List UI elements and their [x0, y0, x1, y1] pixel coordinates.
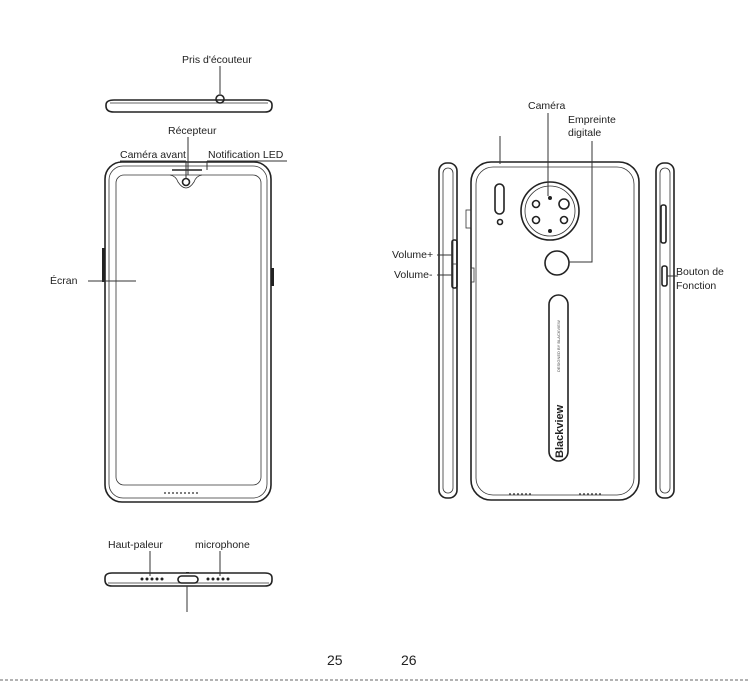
label-notification-led: Notification LED	[208, 149, 284, 161]
screen-area	[116, 175, 261, 485]
label-screen: Écran	[50, 274, 78, 287]
microphone-holes	[207, 578, 230, 581]
label-fingerprint-line2: digitale	[568, 127, 601, 139]
sim-tray	[661, 205, 666, 243]
phone-left-side	[439, 163, 457, 498]
brand-tagline: DESIGNED BY BLACKVIEW	[556, 320, 561, 372]
phone-top-edge	[106, 95, 272, 112]
label-front-camera: Caméra avant	[120, 149, 186, 161]
label-function-button-line1: Bouton de	[676, 266, 724, 278]
page-number-left: 25	[327, 652, 343, 668]
speaker-grille	[141, 578, 164, 581]
label-function-button-line2: Fonction	[676, 280, 716, 292]
phone-bottom-edge	[105, 572, 272, 586]
phone-front	[102, 162, 274, 502]
lens-icon	[559, 199, 569, 209]
headphone-jack-icon	[216, 95, 224, 103]
brand-name: Blackview	[554, 404, 566, 458]
label-fingerprint-line1: Empreinte	[568, 114, 616, 126]
phone-right-side	[656, 163, 674, 498]
phone-back: Blackview DESIGNED BY BLACKVIEW	[466, 162, 639, 500]
lens-icon	[561, 217, 568, 224]
sensor-icon	[498, 220, 503, 225]
lens-icon	[533, 217, 540, 224]
label-volume-down: Volume-	[394, 269, 433, 281]
label-volume-up: Volume+	[392, 249, 433, 261]
flash-icon	[495, 184, 504, 214]
label-receiver: Récepteur	[168, 125, 217, 137]
function-button-front	[271, 268, 274, 286]
lens-icon	[533, 201, 540, 208]
page-number-right: 26	[401, 652, 417, 668]
usb-port	[178, 576, 198, 583]
function-button	[662, 266, 667, 286]
fingerprint-sensor	[545, 251, 569, 275]
label-headphone-jack: Pris d'écouteur	[182, 54, 252, 66]
label-microphone: microphone	[195, 539, 250, 551]
label-camera: Caméra	[528, 100, 566, 112]
front-camera-icon	[183, 179, 190, 186]
volume-rocker-front	[102, 248, 105, 282]
label-speaker: Haut-paleur	[108, 539, 163, 551]
